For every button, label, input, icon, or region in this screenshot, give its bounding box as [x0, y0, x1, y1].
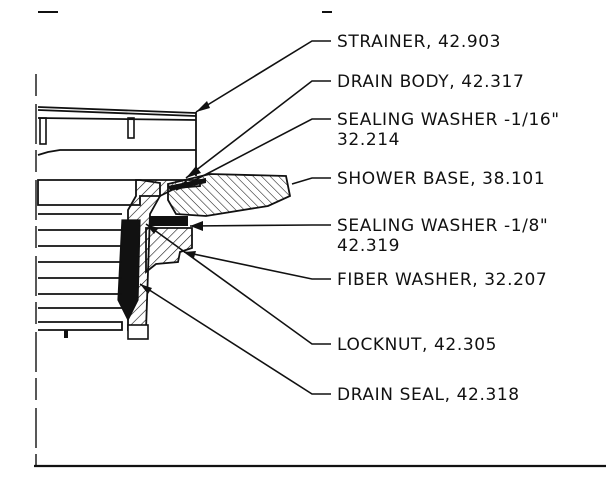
- frame-lines: [34, 11, 606, 468]
- label-locknut: LOCKNUT, 42.305: [337, 335, 497, 355]
- label-drain-body: DRAIN BODY, 42.317: [337, 72, 524, 92]
- label-sealing-washer-1-16: SEALING WASHER -1/16" 32.214: [337, 110, 566, 150]
- callout-labels: STRAINER, 42.903 DRAIN BODY, 42.317 SEAL…: [337, 32, 566, 405]
- drain-body-part: [37, 179, 201, 340]
- label-strainer: STRAINER, 42.903: [337, 32, 501, 52]
- strainer-part: [37, 106, 197, 176]
- threaded-pipe-part: [38, 213, 123, 338]
- label-drain-seal: DRAIN SEAL, 42.318: [337, 385, 520, 405]
- label-shower-base: SHOWER BASE, 38.101: [337, 169, 545, 189]
- label-sealing-washer-1-8: SEALING WASHER -1/8" 42.319: [337, 216, 554, 256]
- locknut-part: [145, 227, 193, 274]
- leader-lines: [139, 40, 331, 395]
- shower-base-part: [167, 173, 292, 217]
- label-fiber-washer: FIBER WASHER, 32.207: [337, 270, 547, 290]
- sealing-washer-thick-part: [150, 216, 188, 226]
